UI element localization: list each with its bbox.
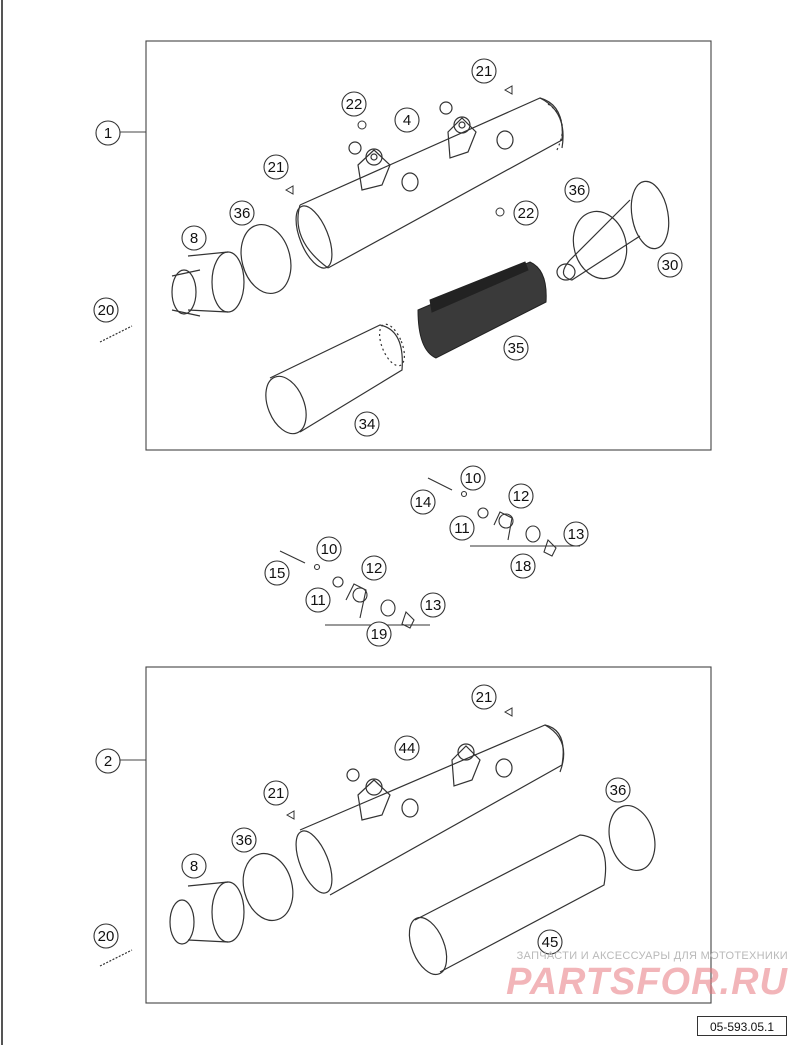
callout-4 (394, 107, 420, 133)
callout-19 (366, 621, 392, 647)
callout-11 (449, 515, 475, 541)
callout-12-label: 12 (366, 560, 383, 577)
screw-21-lower-left (285, 810, 295, 820)
callout-1 (95, 120, 121, 146)
callout-13 (563, 521, 589, 547)
gasket-ring-36-right (572, 210, 628, 280)
inlet-pipe-8-lower (169, 881, 245, 945)
callout-4-label: 4 (403, 112, 411, 129)
screw-22-upper (357, 120, 367, 130)
callout-20 (93, 297, 119, 323)
packing-wool-45 (408, 834, 607, 976)
end-cap-30 (556, 180, 670, 281)
callout-10 (460, 465, 486, 491)
callout-14-label: 14 (415, 494, 432, 511)
screw-22-lower (495, 207, 505, 217)
callout-10 (316, 536, 342, 562)
callout-14 (410, 489, 436, 515)
callout-30 (657, 252, 683, 278)
callout-13-label: 13 (425, 597, 442, 614)
callout-45 (537, 929, 563, 955)
muffler-housing-44 (295, 724, 565, 896)
callout-20-label: 20 (98, 302, 115, 319)
callout-10-label: 10 (321, 541, 338, 558)
muffler-housing-4 (295, 97, 564, 269)
reference-code: 05-593.05.1 (697, 1016, 787, 1036)
callout-21-label: 21 (476, 689, 493, 706)
watermark-tagline: ЗАПЧАСТИ И АКСЕССУАРЫ ДЛЯ МОТОТЕХНИКИ (516, 950, 788, 962)
callout-22-label: 22 (346, 96, 363, 113)
callout-12 (508, 483, 534, 509)
callout-21 (263, 154, 289, 180)
callout-15-label: 15 (269, 565, 286, 582)
callout-21 (263, 780, 289, 806)
callout-35-label: 35 (508, 340, 525, 357)
callout-12 (361, 555, 387, 581)
callout-12-label: 12 (513, 488, 530, 505)
callout-36-label: 36 (569, 182, 586, 199)
callout-11 (305, 587, 331, 613)
callout-8 (181, 225, 207, 251)
screw-21-left (284, 185, 294, 195)
packing-insert-35 (417, 261, 547, 359)
callout-2-label: 2 (104, 753, 112, 770)
callout-30-label: 30 (662, 257, 679, 274)
callout-20 (93, 923, 119, 949)
watermark-brand: PARTSFOR.RU (506, 961, 788, 1003)
callout-13 (420, 592, 446, 618)
callout-11-label: 11 (310, 592, 326, 609)
callout-21-label: 21 (268, 785, 285, 802)
mount-hardware-upper (427, 477, 580, 557)
callout-15 (264, 560, 290, 586)
callout-20-label: 20 (98, 928, 115, 945)
callout-18 (510, 553, 536, 579)
callout-34-label: 34 (359, 416, 376, 433)
callout-21 (471, 684, 497, 710)
screw-21-lower-top (503, 707, 513, 717)
callout-13-label: 13 (568, 526, 585, 543)
callout-1-label: 1 (104, 125, 112, 142)
callout-21 (471, 58, 497, 84)
assembly-1-frame (145, 40, 712, 451)
callout-22-label: 22 (518, 205, 535, 222)
callout-36-label: 36 (234, 205, 251, 222)
gasket-ring-36-lower-right (608, 805, 656, 871)
callout-8 (181, 853, 207, 879)
callout-34 (354, 411, 380, 437)
spring-20-lower (99, 949, 133, 967)
callout-36 (605, 777, 631, 803)
callout-10-label: 10 (465, 470, 482, 487)
callout-36-label: 36 (236, 832, 253, 849)
callout-11-label: 11 (454, 520, 470, 537)
callout-44-label: 44 (399, 740, 416, 757)
callout-19-label: 19 (371, 626, 388, 643)
callout-22 (341, 91, 367, 117)
callout-36 (564, 177, 590, 203)
assembly-2-frame (145, 666, 712, 1004)
callout-21-label: 21 (268, 159, 285, 176)
callout-8-label: 8 (190, 230, 198, 247)
callout-22 (513, 200, 539, 226)
callout-36 (229, 200, 255, 226)
gasket-ring-36-left (240, 224, 292, 294)
callout-45-label: 45 (542, 934, 559, 951)
packing-wool-34 (265, 323, 406, 435)
spring-20-upper (99, 325, 133, 343)
callout-35 (503, 335, 529, 361)
callout-18-label: 18 (515, 558, 532, 575)
part-callouts: 1482021212222303435363610111213141810111… (93, 58, 683, 955)
callout-36-label: 36 (610, 782, 627, 799)
callout-36 (231, 827, 257, 853)
callout-21-label: 21 (476, 63, 493, 80)
callout-44 (394, 735, 420, 761)
inlet-pipe-8 (171, 251, 245, 317)
screw-21-top (503, 85, 513, 95)
gasket-ring-36-lower-left (242, 852, 294, 922)
callout-2 (95, 748, 121, 774)
mount-hardware-lower (279, 550, 430, 629)
watermark: ЗАПЧАСТИ И АКСЕССУАРЫ ДЛЯ МОТОТЕХНИКИ PA… (488, 950, 788, 1002)
callout-8-label: 8 (190, 858, 198, 875)
